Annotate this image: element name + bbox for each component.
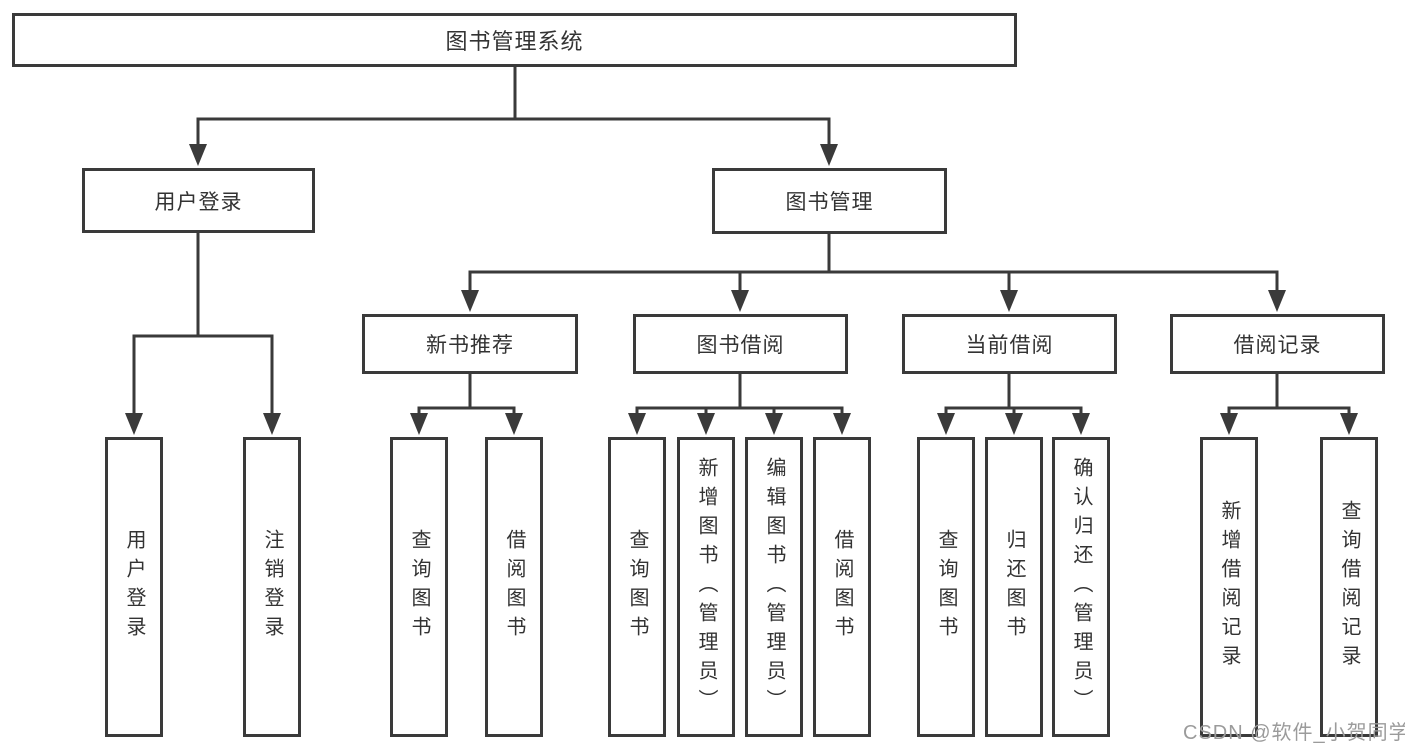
arrow-icon (1268, 290, 1286, 312)
node-current-borrow-label: 当前借阅 (965, 334, 1054, 357)
leaf-edit-books-admin-label: 编辑图书（管理员） (763, 456, 785, 718)
leaf-user-login-label: 用户登录 (123, 529, 145, 645)
connector-borrow-records (1227, 374, 1351, 416)
leaf-logout-label: 注销登录 (261, 529, 283, 645)
leaf-return-books-label: 归还图书 (1003, 529, 1025, 645)
node-current-borrow: 当前借阅 (902, 314, 1117, 374)
arrow-icon (1340, 413, 1358, 435)
arrow-icon (1000, 290, 1018, 312)
arrow-icon (731, 290, 749, 312)
leaf-query-books-recommend-label: 查询图书 (408, 529, 430, 645)
leaf-user-login: 用户登录 (105, 437, 163, 737)
connector-current-borrow (944, 374, 1083, 416)
leaf-query-books-recommend: 查询图书 (390, 437, 448, 737)
connector-book-mgmt (468, 234, 1279, 294)
arrow-icon (263, 413, 281, 435)
leaf-borrow-books: 借阅图书 (813, 437, 871, 737)
node-book-mgmt: 图书管理 (712, 168, 947, 234)
node-book-borrow: 图书借阅 (633, 314, 848, 374)
leaf-query-books-borrow-label: 查询图书 (626, 529, 648, 645)
leaf-add-books-admin-label: 新增图书（管理员） (695, 456, 717, 718)
node-borrow-records-label: 借阅记录 (1233, 334, 1322, 357)
arrow-icon (628, 413, 646, 435)
leaf-query-books-borrow: 查询图书 (608, 437, 666, 737)
arrow-icon (1005, 413, 1023, 435)
arrow-icon (410, 413, 428, 435)
leaf-confirm-return-admin-label: 确认归还（管理员） (1070, 456, 1092, 718)
arrow-icon (461, 290, 479, 312)
leaf-borrow-books-recommend-label: 借阅图书 (503, 529, 525, 645)
leaf-query-books-current-label: 查询图书 (935, 529, 957, 645)
arrow-icon (505, 413, 523, 435)
node-root: 图书管理系统 (12, 13, 1017, 67)
node-new-books-label: 新书推荐 (426, 334, 514, 357)
leaf-borrow-books-recommend: 借阅图书 (485, 437, 543, 737)
arrow-icon (189, 144, 207, 166)
csdn-watermark: CSDN @软件_小贺同学 (1183, 722, 1405, 744)
node-borrow-records: 借阅记录 (1170, 314, 1385, 374)
arrow-icon (833, 413, 851, 435)
leaf-return-books: 归还图书 (985, 437, 1043, 737)
node-root-label: 图书管理系统 (445, 29, 584, 54)
node-user-login-label: 用户登录 (154, 190, 243, 214)
arrow-icon (1220, 413, 1238, 435)
leaf-query-borrow-record-label: 查询借阅记录 (1338, 500, 1360, 674)
node-new-books: 新书推荐 (362, 314, 578, 374)
leaf-edit-books-admin: 编辑图书（管理员） (745, 437, 803, 737)
leaf-borrow-books-label: 借阅图书 (831, 529, 853, 645)
arrow-icon (820, 144, 838, 166)
arrow-icon (125, 413, 143, 435)
arrow-icon (765, 413, 783, 435)
leaf-add-borrow-record-label: 新增借阅记录 (1218, 500, 1240, 674)
leaf-query-books-current: 查询图书 (917, 437, 975, 737)
node-user-login: 用户登录 (82, 168, 315, 233)
node-book-mgmt-label: 图书管理 (785, 191, 874, 214)
arrow-icon (697, 413, 715, 435)
leaf-logout: 注销登录 (243, 437, 301, 737)
connector-user-login (132, 233, 274, 416)
leaf-query-borrow-record: 查询借阅记录 (1320, 437, 1378, 737)
arrow-icon (1072, 413, 1090, 435)
connector-book-borrow (635, 374, 844, 416)
connector-root (196, 67, 831, 149)
arrow-icon (937, 413, 955, 435)
connector-new-books (417, 374, 516, 416)
leaf-confirm-return-admin: 确认归还（管理员） (1052, 437, 1110, 737)
leaf-add-books-admin: 新增图书（管理员） (677, 437, 735, 737)
node-book-borrow-label: 图书借阅 (696, 334, 785, 357)
leaf-add-borrow-record: 新增借阅记录 (1200, 437, 1258, 737)
